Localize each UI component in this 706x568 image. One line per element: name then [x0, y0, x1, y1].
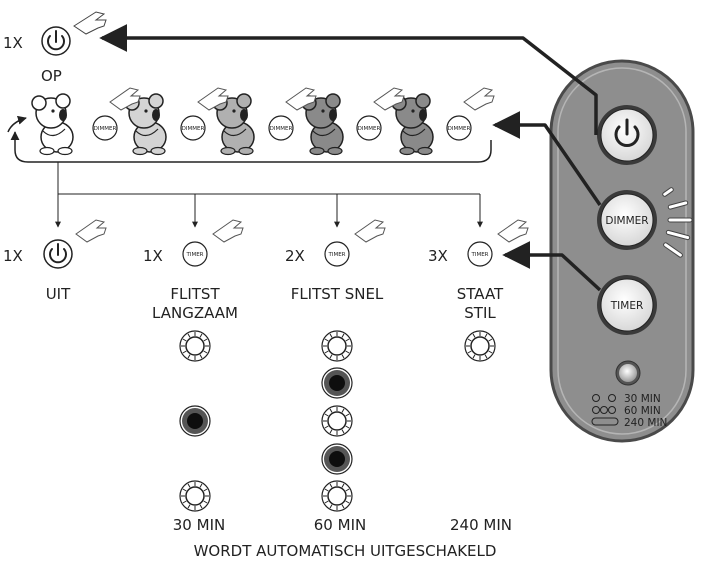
hand-press-icon-cycle-1 [109, 87, 141, 111]
light-slow-3 [179, 480, 211, 512]
koala-lamp-icon-5 [391, 93, 434, 156]
mode-label-line1: UIT [46, 285, 71, 303]
remote-timer-button[interactable]: TIMER [597, 275, 657, 335]
remote-timer-legend [591, 394, 619, 426]
mini-dimmer-button-2: DIMMER [180, 115, 206, 141]
hand-press-icon-cycle-3 [285, 87, 317, 111]
koala-lamp-icon-3 [212, 93, 255, 156]
mini-timer-button-3-label: TIMER [470, 252, 488, 258]
remote-legend-240: 240 MIN [624, 417, 667, 429]
mini-timer-button-1-label: TIMER [185, 252, 203, 258]
mini-timer-button-2-label: TIMER [327, 252, 345, 258]
remote-legend-60: 60 MIN [624, 405, 661, 417]
light-slow-2 [179, 405, 211, 437]
mode-branches [55, 162, 483, 228]
duration-60: 60 MIN [314, 516, 366, 534]
mode-3: 2X TIMER FLITST SNEL [285, 219, 386, 303]
dimmer-cycle: DIMMER DIMMER DIMMER DIMMER DIMMER [7, 87, 495, 163]
mode-label-line2: STIL [464, 304, 496, 322]
top-press-count: 1X [3, 34, 23, 52]
hand-press-icon-mode-3 [354, 219, 386, 243]
mode-label-line2: LANGZAAM [152, 304, 238, 322]
mini-timer-button-3: TIMER [467, 241, 493, 267]
remote-power-button[interactable] [597, 105, 657, 165]
light-fast-1 [321, 330, 353, 362]
light-fast-4 [321, 443, 353, 475]
mode-press-count: 3X [428, 247, 448, 265]
light-fast-5 [321, 480, 353, 512]
duration-240: 240 MIN [450, 516, 512, 534]
light-slow-1 [179, 330, 211, 362]
power-symbol-icon [41, 26, 71, 56]
remote-arrows [99, 23, 602, 292]
remote-led-indicator [615, 360, 641, 386]
mode-press-count: 2X [285, 247, 305, 265]
top-state-label: OP [41, 67, 62, 85]
remote-dimmer-button[interactable]: DIMMER [597, 190, 657, 250]
mini-dimmer-button-3-label: DIMMER [270, 126, 293, 132]
power-symbol-icon [43, 239, 73, 269]
hand-press-icon-cycle-5 [463, 87, 495, 111]
footer-auto-off: WORDT AUTOMATISCH UITGESCHAKELD [194, 542, 497, 560]
arrow-timer-to-still [502, 241, 602, 292]
mini-dimmer-button-4-label: DIMMER [358, 126, 381, 132]
light-still-1 [464, 330, 496, 362]
duration-30: 30 MIN [173, 516, 225, 534]
light-fast-2 [321, 367, 353, 399]
remote-body [549, 59, 695, 443]
mini-timer-button-2: TIMER [324, 241, 350, 267]
mode-press-count: 1X [143, 247, 163, 265]
remote-control: DIMMER TIMER 30 M [549, 59, 695, 443]
mode-press-count: 1X [3, 247, 23, 265]
koala-lamp-icon-4 [301, 93, 344, 156]
mini-dimmer-button-5-label: DIMMER [448, 126, 471, 132]
hand-press-icon-mode-4 [497, 219, 529, 243]
koala-lamp-icon-2 [124, 93, 167, 156]
remote-legend-30: 30 MIN [624, 393, 661, 405]
hand-press-icon-mode-2 [212, 219, 244, 243]
mode-1: 1X UIT [3, 219, 107, 303]
mini-dimmer-button-4: DIMMER [356, 115, 382, 141]
koala-lamp-icon-1 [31, 93, 74, 156]
hand-press-icon-cycle-2 [197, 87, 229, 111]
mini-dimmer-button-5: DIMMER [446, 115, 472, 141]
mini-timer-button-1: TIMER [182, 241, 208, 267]
arrow-power-to-op [99, 23, 598, 135]
mini-dimmer-button-1-label: DIMMER [94, 126, 117, 132]
mode-label-line1: FLITST SNEL [291, 285, 384, 303]
dimmer-rays-icon [662, 187, 693, 258]
arrow-dimmer-to-cycle [492, 111, 602, 206]
power-icon [614, 118, 640, 147]
mini-dimmer-button-3: DIMMER [268, 115, 294, 141]
mode-label-line1: FLITST [170, 285, 220, 303]
mode-label-line1: STAAT [457, 285, 504, 303]
top-power-step: 1X OP [3, 11, 107, 85]
mini-dimmer-button-1: DIMMER [92, 115, 118, 141]
mini-dimmer-button-2-label: DIMMER [182, 126, 205, 132]
remote-timer-label: TIMER [610, 300, 644, 312]
hand-press-icon [73, 11, 107, 35]
light-fast-3 [321, 405, 353, 437]
cycle-loop [14, 138, 492, 163]
hand-press-icon-mode-1 [75, 219, 107, 243]
hand-press-icon-cycle-4 [373, 87, 405, 111]
remote-dimmer-label: DIMMER [605, 215, 648, 227]
